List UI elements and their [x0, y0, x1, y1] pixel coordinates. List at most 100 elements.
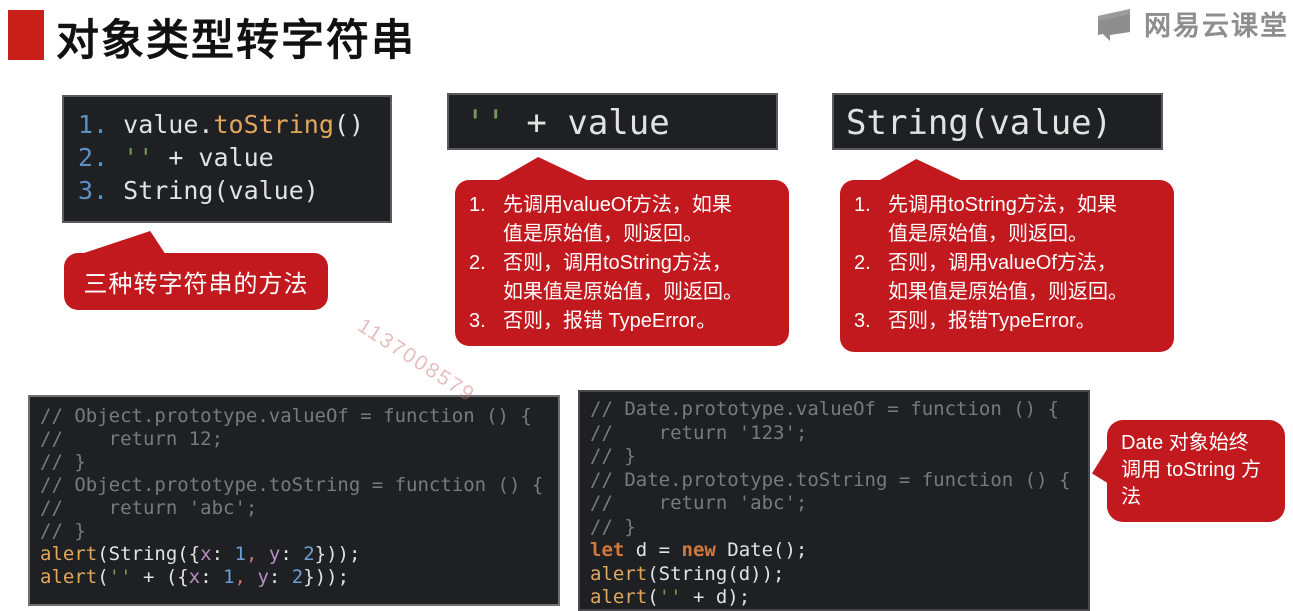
- code-token: d =: [624, 539, 682, 561]
- bubble-string-steps: 1. 先调用toString方法，如果值是原始值，则返回。 2. 否则，调用value…: [840, 180, 1174, 352]
- code-token: // Date.prototype.valueOf = function () …: [590, 398, 1059, 420]
- code-token: ,: [245, 543, 258, 565]
- code-token: (: [97, 566, 109, 588]
- code-token: '': [108, 566, 132, 588]
- step-text: 否则，报错TypeError。: [888, 310, 1096, 332]
- code-token: Date();: [715, 539, 808, 561]
- code-token: :: [280, 543, 304, 565]
- code-token: alert: [40, 566, 98, 588]
- code-token: toString: [213, 110, 334, 139]
- page-title: 对象类型转字符串: [56, 17, 416, 65]
- step-item: 1. 先调用valueOf方法，如果值是原始值，则返回。: [469, 191, 777, 249]
- step-number: 1.: [469, 194, 486, 216]
- code-token: '': [465, 103, 506, 143]
- code-token: ,: [234, 566, 246, 588]
- step-text: 否则，调用toString方法，如果值是原始值，则返回。: [503, 252, 743, 303]
- code-token: '': [658, 586, 682, 608]
- code-line: // return 'abc';: [40, 497, 558, 520]
- code-token: x: [200, 543, 212, 565]
- code-block-string-function: String(value): [832, 93, 1163, 150]
- code-token: + d);: [681, 586, 751, 608]
- code-token: y: [257, 566, 269, 588]
- code-line: alert(String(d));: [590, 563, 1088, 587]
- code-line: String(value): [846, 100, 1161, 146]
- code-token: // return 'abc';: [590, 492, 808, 514]
- code-token: // return 12;: [40, 428, 224, 450]
- code-token: 1: [223, 566, 235, 588]
- step-number: 2.: [854, 252, 871, 274]
- code-token: 1: [234, 543, 246, 565]
- code-token: 2.: [78, 143, 124, 172]
- code-block-date-demo: // Date.prototype.valueOf = function () …: [578, 390, 1090, 611]
- code-token: (): [333, 110, 364, 139]
- code-line: // Object.prototype.valueOf = function (…: [40, 405, 558, 428]
- bubble-concat-steps: 1. 先调用valueOf方法，如果值是原始值，则返回。 2. 否则，调用toStri…: [455, 180, 789, 346]
- code-token: String(value): [846, 103, 1113, 143]
- code-token: // Date.prototype.toString = function ()…: [590, 468, 1071, 491]
- bubble-date-note-text: Date 对象始终调用 toString 方法: [1121, 432, 1262, 508]
- code-token: // }: [40, 451, 86, 473]
- code-line: // Date.prototype.valueOf = function () …: [590, 398, 1088, 422]
- code-line: alert('' + ({x: 1, y: 2}));: [40, 566, 558, 589]
- bubble-date-note: Date 对象始终调用 toString 方法: [1107, 420, 1285, 522]
- code-token: [246, 566, 257, 588]
- step-item: 1. 先调用toString方法，如果值是原始值，则返回。: [854, 191, 1162, 249]
- step-item: 3. 否则，报错TypeError。: [854, 307, 1162, 336]
- code-line: // Date.prototype.toString = function ()…: [590, 469, 1088, 493]
- code-line: '' + value: [465, 100, 776, 146]
- code-line: 1. value.toString(): [78, 108, 390, 141]
- code-token: new: [681, 539, 716, 561]
- code-line: // }: [40, 520, 558, 543]
- brand-logo-text: 网易云课堂: [1144, 11, 1289, 41]
- code-token: let: [590, 539, 625, 561]
- code-token: + value: [505, 103, 670, 143]
- brand-logo: 网易云课堂: [1092, 4, 1289, 43]
- bubble-tail: [495, 157, 591, 182]
- code-line: // }: [590, 445, 1088, 469]
- step-text: 先调用valueOf方法，如果值是原始值，则返回。: [503, 194, 732, 245]
- code-token: 3.: [78, 176, 124, 205]
- speech-bubble-icon: [1092, 6, 1136, 42]
- code-token: + value: [153, 143, 274, 172]
- bubble-tail: [78, 231, 166, 255]
- step-number: 3.: [469, 310, 486, 332]
- code-block-object-demo: // Object.prototype.valueOf = function (…: [28, 395, 560, 606]
- code-token: :: [268, 566, 292, 588]
- step-number: 3.: [854, 310, 871, 332]
- code-token: // Object.prototype.valueOf = function (…: [40, 405, 532, 427]
- code-token: [257, 543, 268, 565]
- bubble-methods-note: 三种转字符串的方法: [64, 253, 328, 310]
- code-block-empty-string-concat: '' + value: [447, 93, 778, 150]
- code-line: // return 'abc';: [590, 492, 1088, 516]
- code-line: 3. String(value): [78, 174, 390, 207]
- code-token: 2: [291, 566, 304, 588]
- step-text: 否则，调用valueOf方法，如果值是原始值，则返回。: [888, 252, 1128, 303]
- step-number: 1.: [854, 194, 871, 216]
- code-line: // return 12;: [40, 428, 558, 451]
- code-token: alert: [590, 562, 648, 585]
- code-token: // }: [590, 515, 636, 538]
- code-token: }));: [314, 543, 361, 565]
- step-number: 2.: [469, 252, 486, 274]
- code-line: // Object.prototype.toString = function …: [40, 474, 558, 497]
- step-item: 2. 否则，调用valueOf方法，如果值是原始值，则返回。: [854, 249, 1162, 307]
- step-item: 2. 否则，调用toString方法，如果值是原始值，则返回。: [469, 249, 777, 307]
- code-token: (String({: [97, 543, 201, 565]
- code-token: // return '123';: [590, 421, 808, 444]
- code-line: // }: [590, 516, 1088, 540]
- code-token: '': [123, 143, 154, 172]
- bubble-methods-note-text: 三种转字符串的方法: [83, 271, 309, 298]
- code-line: alert('' + d);: [590, 586, 1088, 609]
- code-token: // }: [590, 445, 636, 467]
- code-token: :: [200, 566, 224, 588]
- code-line: let d = new Date();: [590, 539, 1088, 563]
- code-token: alert: [590, 586, 648, 608]
- code-token: x: [188, 566, 201, 588]
- code-token: (String(d));: [647, 562, 785, 585]
- step-text: 先调用toString方法，如果值是原始值，则返回。: [888, 194, 1117, 245]
- code-token: // return 'abc';: [40, 497, 258, 519]
- code-token: String(value): [123, 176, 319, 205]
- code-token: }));: [303, 566, 350, 588]
